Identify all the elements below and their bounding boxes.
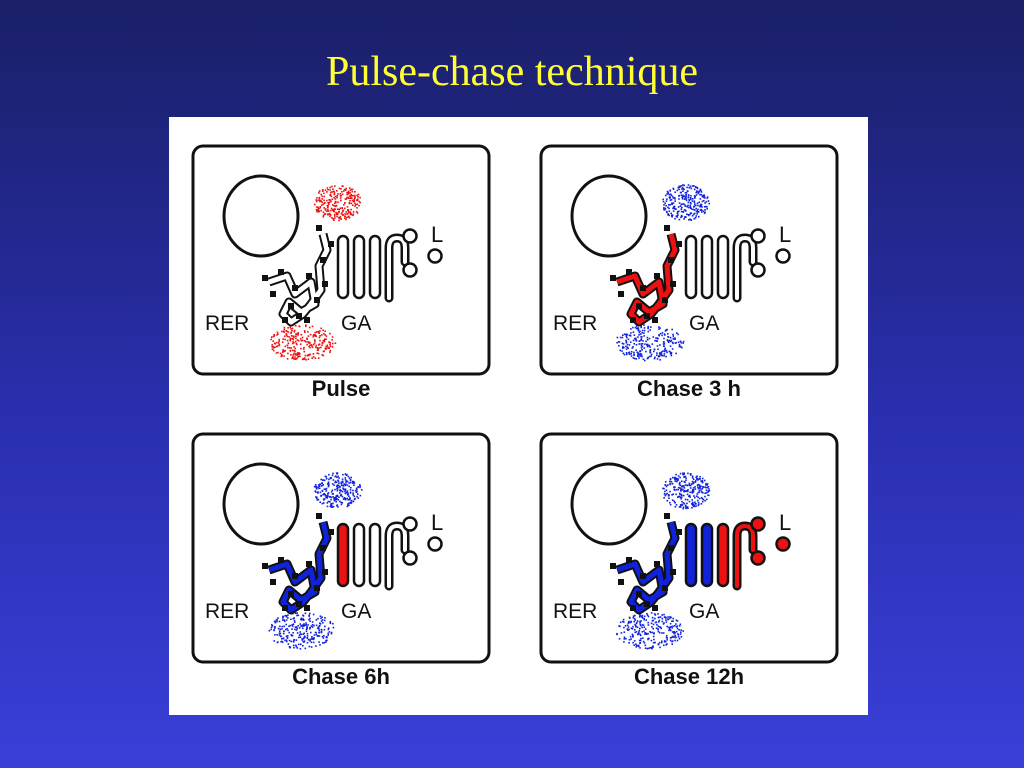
label-rer: RER bbox=[553, 600, 597, 623]
label-ga: GA bbox=[341, 312, 371, 335]
label-rer: RER bbox=[205, 600, 249, 623]
label-ga: GA bbox=[689, 312, 719, 335]
cell-diagram-chase-6h: L RER GA Chase 6h bbox=[191, 432, 493, 688]
label-ga: GA bbox=[341, 600, 371, 623]
cell-diagram-chase-12h: L RER GA Chase 12h bbox=[539, 432, 841, 688]
label-ga: GA bbox=[689, 600, 719, 623]
label-lysosome: L bbox=[431, 222, 443, 247]
label-lysosome: L bbox=[779, 510, 791, 535]
nucleus bbox=[572, 176, 646, 256]
nucleus bbox=[224, 464, 298, 544]
cell-diagram-chase-3h: L RER GA Chase 3 h bbox=[539, 144, 841, 400]
nucleus bbox=[224, 176, 298, 256]
label-lysosome: L bbox=[779, 222, 791, 247]
panel-caption: Chase 3 h bbox=[539, 376, 839, 402]
nucleus bbox=[572, 464, 646, 544]
cell-diagram-pulse: L RER GA Pulse bbox=[191, 144, 493, 400]
label-rer: RER bbox=[553, 312, 597, 335]
label-lysosome: L bbox=[431, 510, 443, 535]
slide-title: Pulse-chase technique bbox=[0, 48, 1024, 96]
pulse-chase-figure: L RER GA Pulse L RER GA Chase 3 h L RER GA Chase … bbox=[169, 117, 868, 715]
panel-caption: Pulse bbox=[191, 376, 491, 402]
panel-caption: Chase 12h bbox=[539, 664, 839, 690]
label-rer: RER bbox=[205, 312, 249, 335]
panel-caption: Chase 6h bbox=[191, 664, 491, 690]
